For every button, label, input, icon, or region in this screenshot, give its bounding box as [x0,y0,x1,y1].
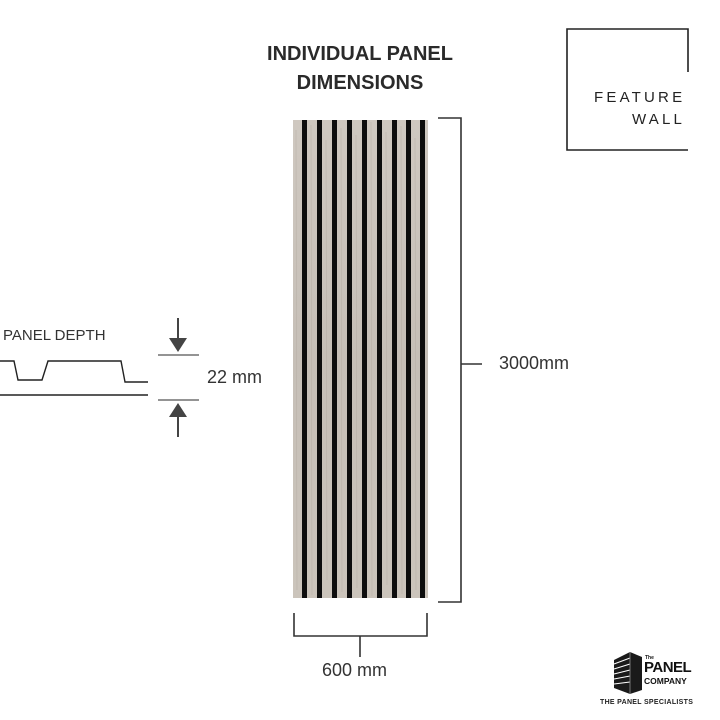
feature-wall-line-1: FEATURE [594,89,686,106]
height-value: 3000mm [499,353,570,373]
panel-depth-label: PANEL DEPTH [3,327,106,344]
title-line-2: DIMENSIONS [296,72,424,94]
panel-slats [302,120,425,598]
acoustic-panel-image [293,120,428,598]
depth-arrows [158,318,199,437]
depth-value: 22 mm [207,367,263,387]
arrow-up-icon [169,403,187,417]
logo-panel: PANEL [644,659,692,676]
width-bracket [293,613,428,657]
width-value: 600 mm [322,660,388,680]
company-logo-icon [613,652,642,694]
page-title: INDIVIDUAL PANEL DIMENSIONS [240,40,480,98]
feature-wall-line-2: WALL [632,111,686,128]
arrow-down-icon [169,338,187,352]
logo-the: The [645,655,654,661]
title-line-1: INDIVIDUAL PANEL [267,43,453,65]
logo-tagline: THE PANEL SPECIALISTS [600,699,694,706]
panel-profile [0,360,148,396]
logo-company: COMPANY [644,676,687,686]
height-bracket [438,117,482,603]
